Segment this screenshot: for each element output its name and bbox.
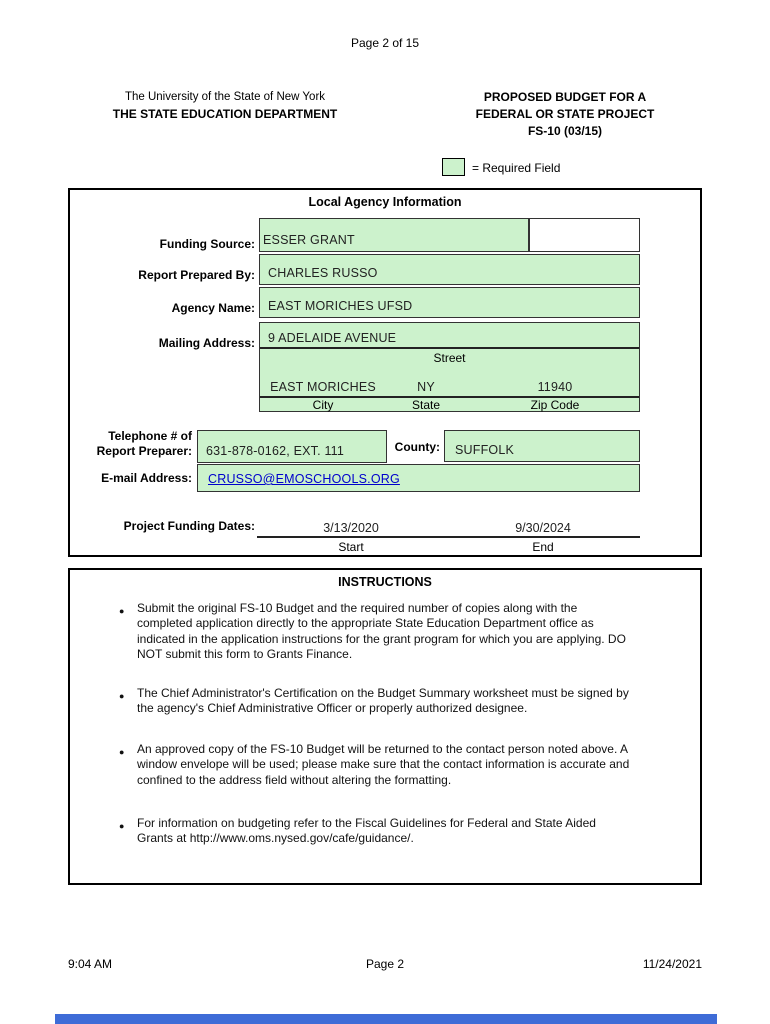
start-caption: Start xyxy=(338,540,364,554)
agency-name-label: Agency Name: xyxy=(171,301,255,315)
street-caption: Street xyxy=(433,351,466,365)
required-field-legend-label: = Required Field xyxy=(472,161,561,175)
budget-title-line1: PROPOSED BUDGET FOR A xyxy=(483,90,647,104)
telephone-label-line1: Telephone # of xyxy=(108,429,192,443)
report-prepared-by-field[interactable]: CHARLES RUSSO xyxy=(259,254,640,285)
telephone-field[interactable]: 631-878-0162, EXT. 111 xyxy=(197,430,387,463)
street-value: 9 ADELAIDE AVENUE xyxy=(268,331,397,345)
instructions-box: INSTRUCTIONS ● Submit the original FS-10… xyxy=(68,568,702,885)
state-caption: State xyxy=(411,398,441,412)
end-caption: End xyxy=(532,540,554,554)
agency-name-field[interactable]: EAST MORICHES UFSD xyxy=(259,287,640,318)
start-date-value[interactable]: 3/13/2020 xyxy=(323,521,379,535)
budget-title-line2: FEDERAL OR STATE PROJECT xyxy=(475,107,655,121)
mailing-address-field[interactable]: 9 ADELAIDE AVENUE Street EAST MORICHES N… xyxy=(259,322,640,412)
mailing-address-label: Mailing Address: xyxy=(158,336,255,350)
funding-source-extra-field[interactable] xyxy=(529,218,640,252)
local-agency-information-box: Local Agency Information Funding Source:… xyxy=(68,188,702,557)
funding-source-label: Funding Source: xyxy=(159,237,255,251)
bullet-icon: ● xyxy=(119,821,125,831)
city-value[interactable]: EAST MORICHES xyxy=(270,380,376,394)
street-field[interactable]: 9 ADELAIDE AVENUE xyxy=(260,323,639,349)
funding-source-field[interactable]: ESSER GRANT xyxy=(259,218,529,252)
form-number-line: FS-10 (03/15) xyxy=(527,124,603,138)
instruction-bullet: ● An approved copy of the FS-10 Budget w… xyxy=(119,742,630,787)
funding-dates-line: 3/13/2020 9/30/2024 xyxy=(257,519,640,538)
funding-dates-captions: Start End xyxy=(257,540,640,556)
bullet-icon: ● xyxy=(119,691,125,701)
county-field[interactable]: SUFFOLK xyxy=(444,430,640,462)
email-label: E-mail Address: xyxy=(101,471,192,485)
end-date-value[interactable]: 9/30/2024 xyxy=(515,521,571,535)
report-prepared-by-value: CHARLES RUSSO xyxy=(268,266,378,280)
footer-page-number: Page 2 xyxy=(365,957,405,971)
instruction-bullet: ● Submit the original FS-10 Budget and t… xyxy=(119,601,626,662)
project-funding-dates-label: Project Funding Dates: xyxy=(123,519,255,533)
instruction-bullet: ● The Chief Administrator's Certificatio… xyxy=(119,686,629,716)
email-field[interactable]: CRUSSO@EMOSCHOOLS.ORG xyxy=(197,464,640,492)
local-agency-title: Local Agency Information xyxy=(308,195,462,209)
header-left: The University of the State of New York … xyxy=(80,89,370,123)
instruction-bullet: ● For information on budgeting refer to … xyxy=(119,816,596,846)
zip-value[interactable]: 11940 xyxy=(537,380,573,394)
bullet-icon: ● xyxy=(119,747,125,757)
required-field-swatch xyxy=(442,158,465,176)
department-line: THE STATE EDUCATION DEPARTMENT xyxy=(112,107,338,121)
university-line: The University of the State of New York xyxy=(124,91,326,103)
zip-caption: Zip Code xyxy=(530,398,580,412)
agency-name-value: EAST MORICHES UFSD xyxy=(268,299,413,313)
bullet-icon: ● xyxy=(119,606,125,616)
telephone-label-line2: Report Preparer: xyxy=(96,444,192,458)
state-value[interactable]: NY xyxy=(417,380,435,394)
telephone-value: 631-878-0162, EXT. 111 xyxy=(206,444,345,458)
city-state-zip-divider xyxy=(260,396,639,398)
footer-date: 11/24/2021 xyxy=(642,957,702,971)
header-right: PROPOSED BUDGET FOR A FEDERAL OR STATE P… xyxy=(425,89,705,140)
city-caption: City xyxy=(312,398,334,412)
instructions-title: INSTRUCTIONS xyxy=(338,575,432,589)
bottom-scrollbar[interactable] xyxy=(55,1014,717,1024)
footer-time: 9:04 AM xyxy=(68,957,113,971)
funding-source-value: ESSER GRANT xyxy=(263,233,355,247)
county-value: SUFFOLK xyxy=(455,443,515,457)
page-indicator: Page 2 of 15 xyxy=(350,36,420,50)
county-label: County: xyxy=(394,440,440,454)
report-prepared-by-label: Report Prepared By: xyxy=(138,268,255,282)
email-link[interactable]: CRUSSO@EMOSCHOOLS.ORG xyxy=(208,472,400,486)
